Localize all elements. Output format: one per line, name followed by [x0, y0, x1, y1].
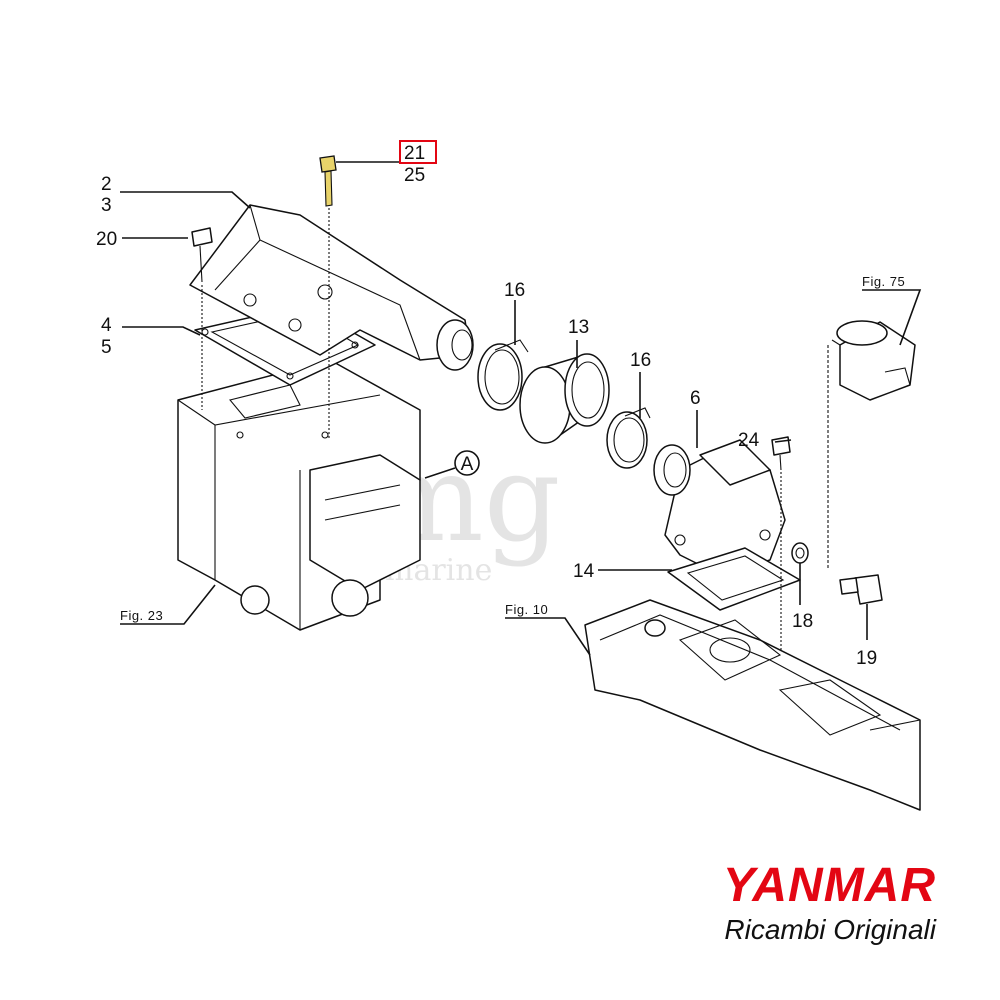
clamp-16-right [606, 407, 651, 469]
callout-3: 3 [101, 195, 112, 216]
callout-16-right: 16 [630, 350, 651, 371]
callout-2: 2 [101, 174, 112, 195]
bolt-20 [191, 227, 213, 410]
leader-lines [120, 161, 922, 656]
brand-tagline: Ricambi Originali [724, 914, 936, 945]
hose-13 [519, 353, 610, 444]
yanmar-logo: YANMAR [722, 859, 936, 912]
bolt-19 [839, 574, 883, 605]
highlight-box-21 [399, 140, 437, 164]
callout-16-left: 16 [504, 280, 525, 301]
bolt-21-highlighted [319, 155, 337, 440]
callout-20: 20 [96, 229, 117, 250]
figure-references: Fig. 75 Fig. 23 Fig. 10 [120, 274, 905, 623]
callout-4: 4 [101, 315, 112, 336]
fig-75-ref: Fig. 75 [862, 274, 905, 289]
callout-25: 25 [404, 165, 425, 186]
callout-labels: 21 25 2 3 20 4 5 16 13 16 6 24 14 18 19 [96, 143, 877, 669]
callout-19: 19 [856, 648, 877, 669]
brand-block: YANMAR Ricambi Originali [723, 862, 936, 944]
callout-5: 5 [101, 337, 112, 358]
fig-10-ref: Fig. 10 [505, 602, 548, 617]
main-housing-block [177, 359, 421, 631]
clamp-16-left [477, 339, 529, 411]
manifold-fig10 [584, 599, 921, 811]
callout-21: 21 [404, 143, 425, 164]
elbow-6 [653, 439, 786, 576]
marker-a-label: A [461, 454, 474, 475]
marker-a: A [424, 450, 480, 479]
sensor-fig75 [827, 320, 916, 570]
callout-18: 18 [792, 611, 813, 632]
callout-14: 14 [573, 561, 595, 582]
cover-2-3 [189, 204, 474, 371]
fig-23-ref: Fig. 23 [120, 608, 163, 623]
callout-13: 13 [568, 317, 589, 338]
callout-6: 6 [690, 388, 701, 409]
washer-18 [791, 542, 809, 564]
callout-24: 24 [738, 430, 760, 451]
